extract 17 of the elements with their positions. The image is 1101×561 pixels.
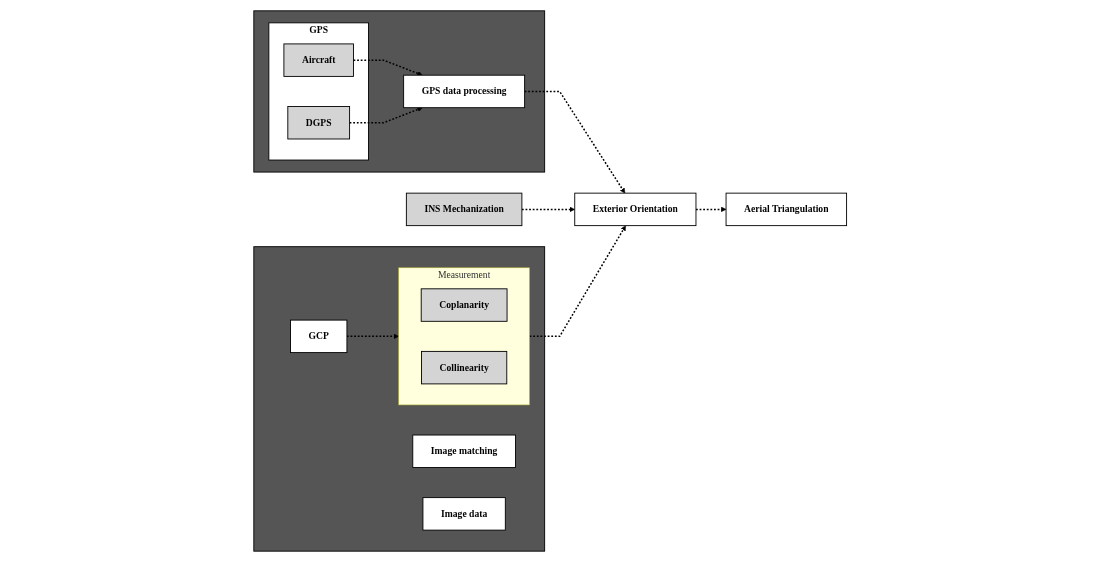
node-box: GCP [290, 319, 348, 353]
node-box: Exterior Orientation [574, 192, 697, 226]
arrow [524, 90, 626, 193]
node-box: Aircraft [283, 42, 355, 77]
arrow [529, 224, 627, 337]
arrow [349, 106, 423, 123]
node-box: Coplanarity [421, 287, 508, 322]
node-box: Collinearity [421, 350, 508, 384]
node-box: Aerial Triangulation [725, 192, 848, 226]
node-box: Image matching [412, 434, 517, 468]
arrow [353, 58, 423, 76]
cluster [253, 245, 546, 552]
cluster [253, 9, 546, 173]
node-box: Image data [422, 496, 507, 531]
node-box: INS Mechanization [406, 192, 523, 226]
node-box: GPS data processing [403, 74, 526, 108]
node-box: DGPS [287, 105, 351, 139]
